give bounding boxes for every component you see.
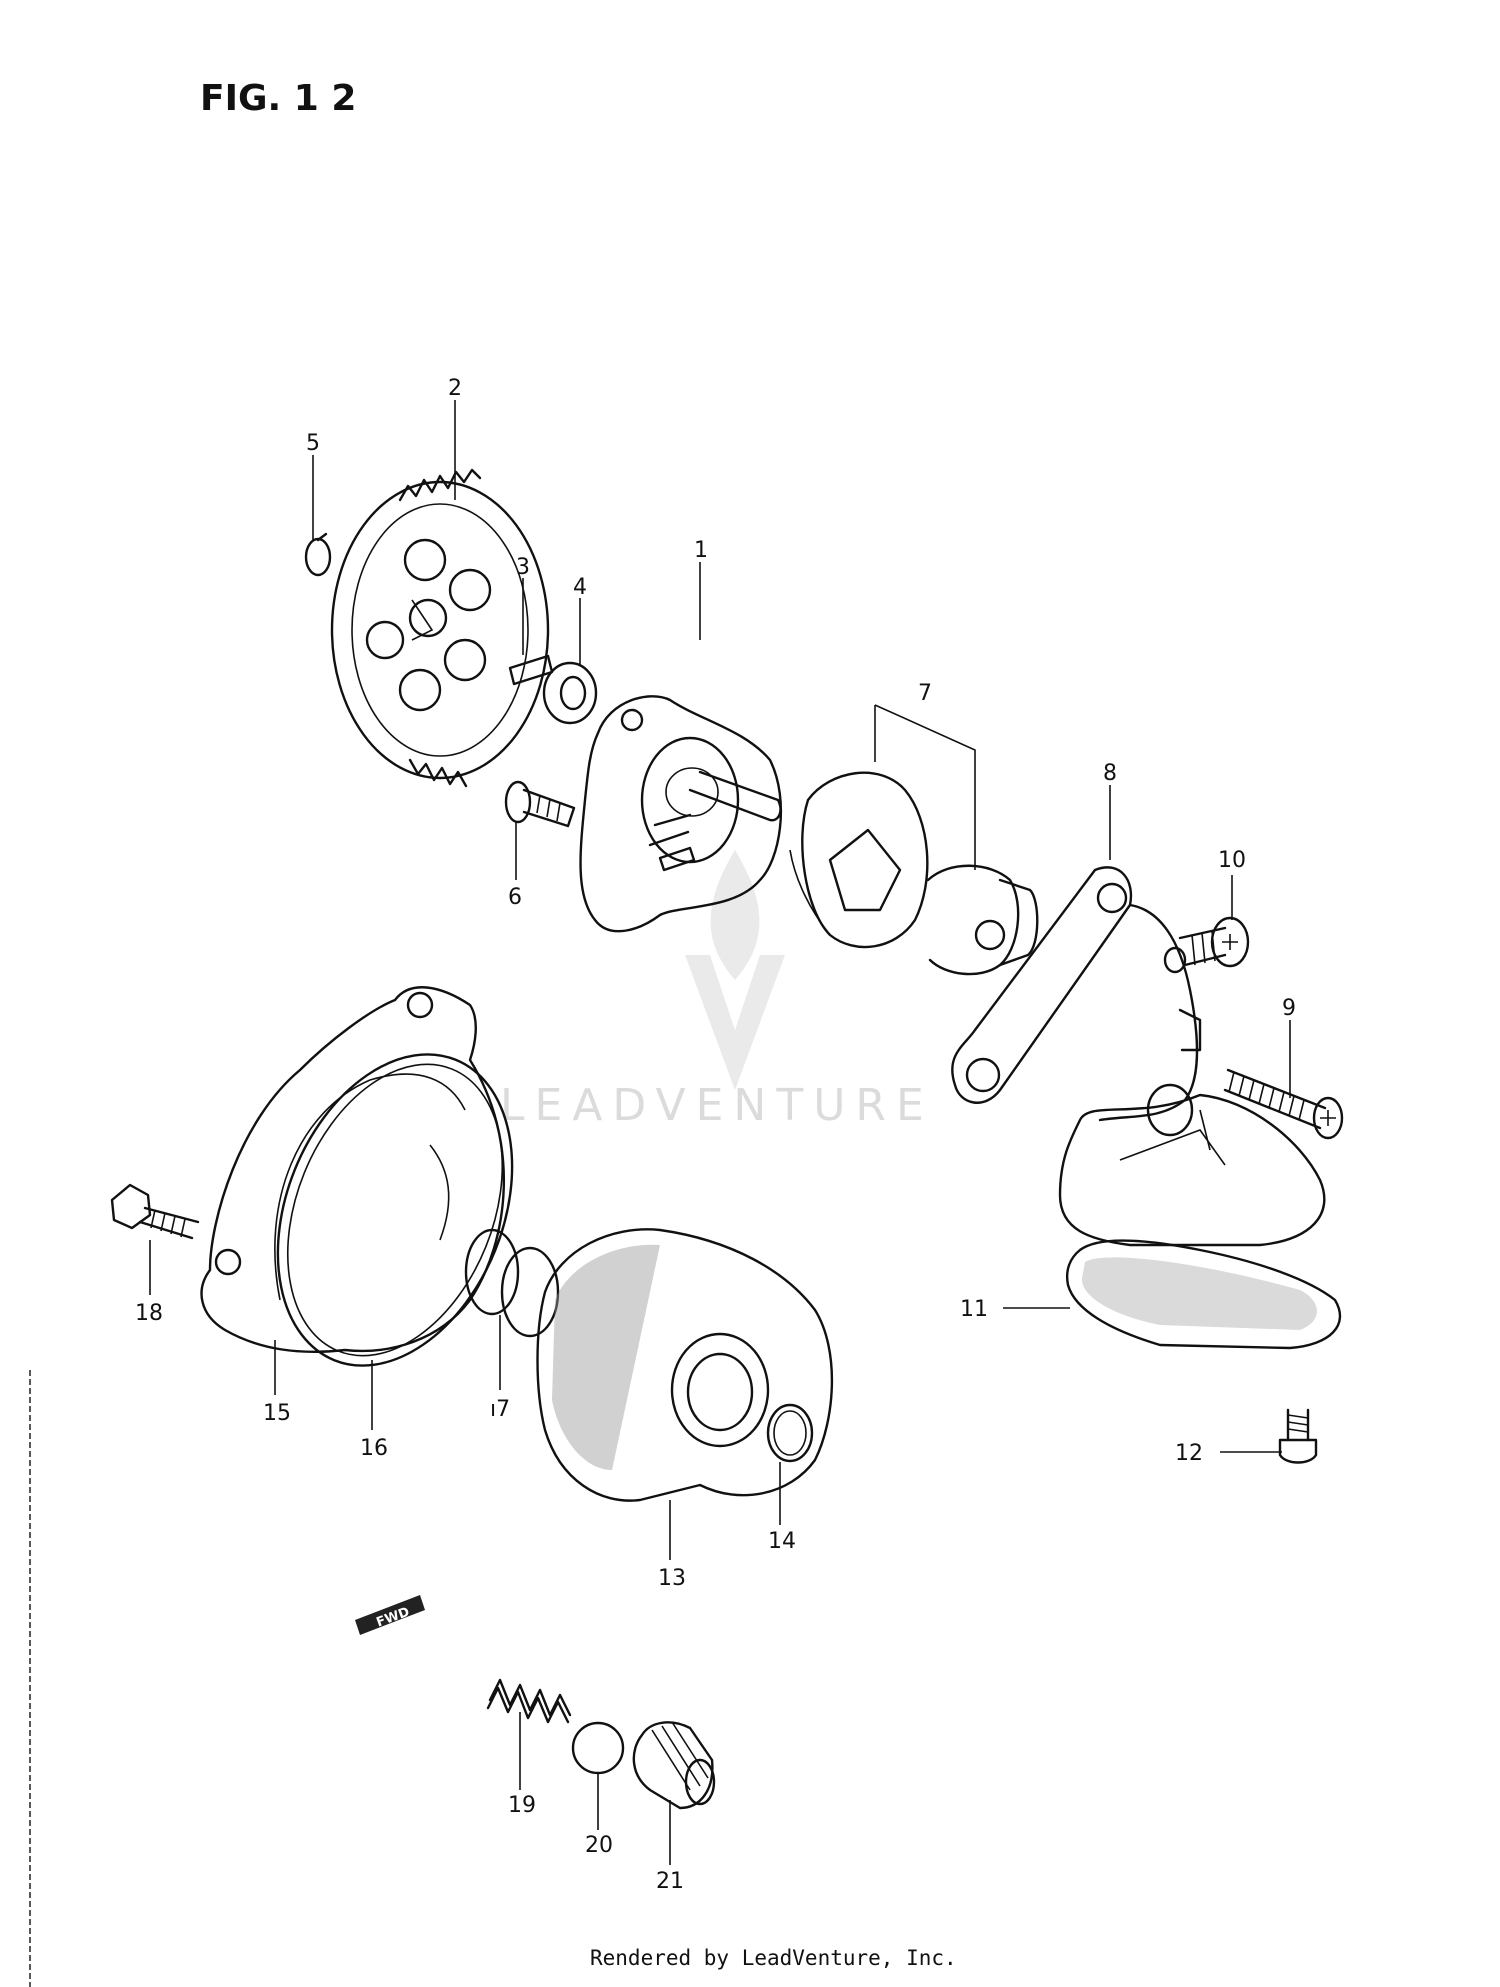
o-ring-part-16 [276, 1053, 514, 1367]
rotor-set-part-7 [789, 704, 1039, 976]
clip-part-5 [304, 532, 332, 577]
callout-15: 15 [263, 1401, 291, 1426]
strainer-cover [1058, 1093, 1326, 1247]
screw-part-10 [1178, 916, 1250, 968]
callout-8: 8 [1103, 761, 1117, 786]
bolt-part-18 [110, 1183, 200, 1240]
o-ring-part-17 [464, 1228, 560, 1338]
pump-body-part-1 [579, 695, 783, 933]
driven-gear-part-2 [330, 468, 550, 788]
callout-12: 12 [1175, 1441, 1203, 1466]
leader-lines [149, 400, 1291, 1865]
spring-part-19 [486, 1678, 572, 1724]
callout-5: 5 [306, 431, 320, 456]
o-ring-part-14 [766, 1403, 814, 1463]
oil-filter-part-13 [536, 1228, 834, 1502]
callout-19: 19 [508, 1793, 536, 1818]
forward-direction-mark: FWD [355, 1595, 425, 1635]
callout-16: 16 [360, 1436, 388, 1461]
bolt-part-9 [1223, 1068, 1344, 1140]
screw-part-6 [504, 780, 576, 828]
callout-17: ı7 [490, 1397, 510, 1422]
callout-1: 1 [694, 538, 708, 563]
callout-11: 11 [960, 1297, 988, 1322]
callout-6: 6 [508, 885, 522, 910]
pump-case-part-8 [951, 866, 1202, 1137]
callout-18: 18 [135, 1301, 163, 1326]
callout-2: 2 [448, 376, 462, 401]
oil-strainer-part-11 [1066, 1239, 1342, 1350]
callout-21: 21 [656, 1869, 684, 1894]
callout-4: 4 [573, 575, 587, 600]
callout-20: 20 [585, 1833, 613, 1858]
callout-10: 10 [1218, 848, 1246, 873]
callout-7: 7 [918, 681, 932, 706]
watermark-logo: LEADVENTURE [500, 850, 934, 1131]
callout-13: 13 [658, 1566, 686, 1591]
callout-3: 3 [516, 555, 530, 580]
footer-credit: Rendered by LeadVenture, Inc. [590, 1946, 957, 1970]
watermark-text: LEADVENTURE [500, 1080, 934, 1131]
ball-part-20 [571, 1721, 625, 1775]
figure-title: FIG. 1 2 [200, 78, 356, 119]
callout-9: 9 [1282, 996, 1296, 1021]
washer-part-4 [542, 661, 598, 725]
callout-14: 14 [768, 1529, 796, 1554]
plug-part-21 [632, 1721, 716, 1810]
screw-part-12 [1278, 1408, 1318, 1464]
